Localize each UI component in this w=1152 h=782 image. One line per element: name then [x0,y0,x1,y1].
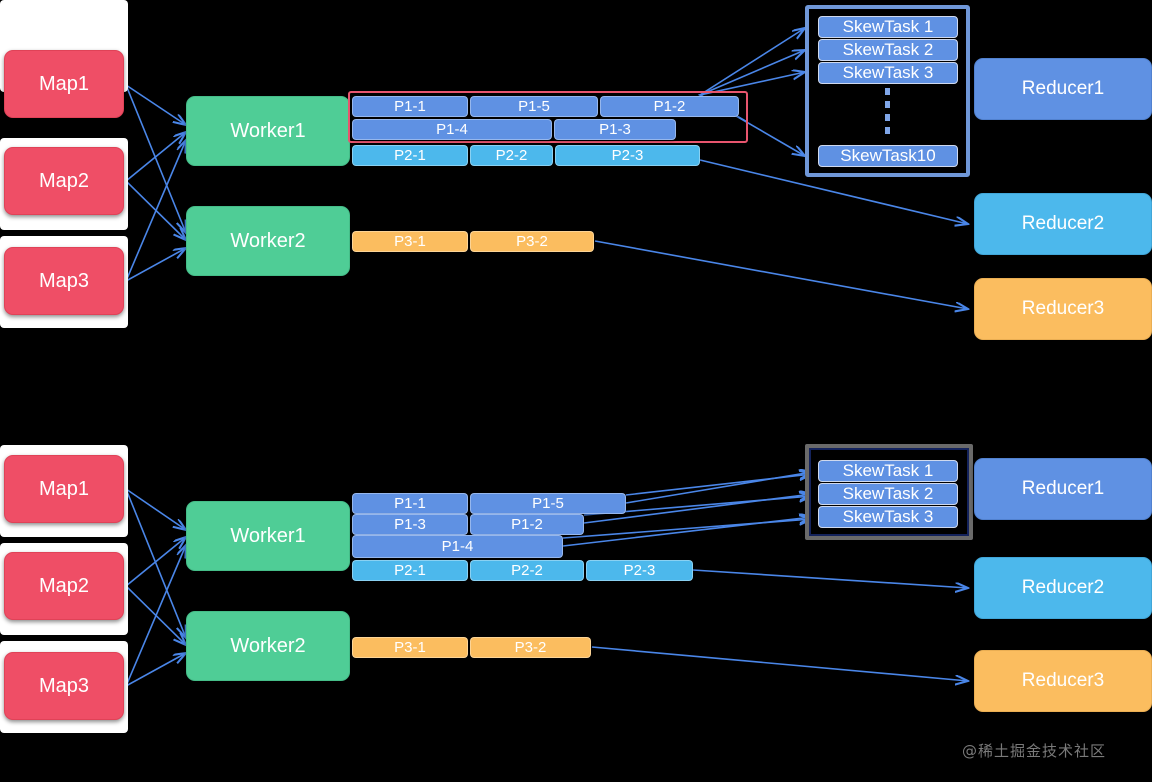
watermark-text: @稀土掘金技术社区 [962,742,1107,760]
chip-label: P1-4 [436,121,468,138]
bottom-worker-2-label: Worker2 [230,634,306,657]
chip-label: P2-3 [611,147,644,164]
bottom-skewtask-3[interactable]: SkewTask 3 [818,506,958,528]
chip-label: P1-3 [599,121,631,138]
top-chip-p1-3[interactable]: P1-3 [554,119,676,140]
bottom-map-3-label: Map3 [38,674,90,697]
bottom-worker-2[interactable]: Worker2 [186,611,350,681]
chip-label: P1-4 [441,538,474,555]
bottom-chip-p1-3[interactable]: P1-3 [352,514,468,535]
bottom-map-3[interactable]: Map3 [4,652,124,720]
top-reducer-3-label: Reducer3 [1021,298,1105,319]
bottom-chip-p3-1[interactable]: P3-1 [352,637,468,658]
top-p1-group-frame [348,91,748,143]
bottom-map-1[interactable]: Map1 [4,455,124,523]
top-map-2[interactable]: Map2 [4,147,124,215]
chip-label: P3-1 [394,233,426,250]
top-chip-p2-1[interactable]: P2-1 [352,145,468,166]
chip-label: P3-2 [514,639,547,656]
top-skewtask-2[interactable]: SkewTask 2 [818,39,958,61]
bottom-chip-p1-1[interactable]: P1-1 [352,493,468,514]
bottom-map-2-label: Map2 [38,574,90,597]
watermark: @稀土掘金技术社区 [962,740,1106,761]
top-reducer-3[interactable]: Reducer3 [974,278,1152,340]
skewtask-label: SkewTask 3 [842,507,934,526]
top-reducer-1-label: Reducer1 [1021,78,1105,99]
bottom-reducer-3-label: Reducer3 [1021,670,1105,691]
bottom-chip-p2-1[interactable]: P2-1 [352,560,468,581]
top-map-1-label: Map1 [38,72,90,95]
top-map-3[interactable]: Map3 [4,247,124,315]
chip-label: P1-3 [394,516,426,533]
skewtask-label: SkewTask 3 [842,63,934,82]
top-reducer-2-label: Reducer2 [1021,213,1105,234]
bottom-chip-p1-5[interactable]: P1-5 [470,493,626,514]
top-map-1[interactable]: Map1 [4,50,124,118]
chip-label: P1-1 [394,495,426,512]
top-reducer-2[interactable]: Reducer2 [974,193,1152,255]
bottom-chip-p3-2[interactable]: P3-2 [470,637,591,658]
top-worker-1-label: Worker1 [230,119,306,142]
top-map-worker-edges [125,84,186,282]
bottom-map-1-label: Map1 [38,477,90,500]
skewtask-label: SkewTask10 [840,146,936,165]
skewtask-label: SkewTask 2 [842,484,934,503]
top-chip-p3-1[interactable]: P3-1 [352,231,468,252]
chip-label: P3-1 [394,639,426,656]
top-chip-p3-2[interactable]: P3-2 [470,231,594,252]
bottom-reducer-2[interactable]: Reducer2 [974,557,1152,619]
bottom-skewtask-1[interactable]: SkewTask 1 [818,460,958,482]
skewtask-label: SkewTask 2 [842,40,934,59]
top-skewtask-1[interactable]: SkewTask 1 [818,16,958,38]
chip-label: P2-2 [495,147,528,164]
bottom-map-2[interactable]: Map2 [4,552,124,620]
top-worker-2-label: Worker2 [230,229,306,252]
bottom-worker-1-label: Worker1 [230,524,306,547]
bottom-skewtask-2[interactable]: SkewTask 2 [818,483,958,505]
chip-label: P2-1 [394,562,426,579]
top-chip-p1-5[interactable]: P1-5 [470,96,598,117]
top-skewtask-10[interactable]: SkewTask10 [818,145,958,167]
chip-label: P1-5 [532,495,564,512]
top-chip-p1-2[interactable]: P1-2 [600,96,739,117]
bottom-reducer-3[interactable]: Reducer3 [974,650,1152,712]
top-partition-reducer-edges [594,159,968,309]
chip-label: P2-1 [394,147,426,164]
top-worker-1[interactable]: Worker1 [186,96,350,166]
top-skewtask-3[interactable]: SkewTask 3 [818,62,958,84]
skewtask-label: SkewTask 1 [842,461,934,480]
chip-label: P1-2 [653,98,686,115]
chip-label: P1-5 [518,98,550,115]
bottom-chip-p1-4[interactable]: P1-4 [352,535,563,558]
bottom-partition-reducer-edges [591,569,968,681]
chip-label: P1-2 [511,516,543,533]
top-reducer-1[interactable]: Reducer1 [974,58,1152,120]
top-chip-p2-3[interactable]: P2-3 [555,145,700,166]
bottom-reducer-2-label: Reducer2 [1021,577,1105,598]
top-map-3-label: Map3 [38,269,90,292]
bottom-map-worker-edges [125,488,186,687]
bottom-chip-p1-2[interactable]: P1-2 [470,514,584,535]
top-skewtask-ellipsis-icon [885,88,890,140]
skewtask-label: SkewTask 1 [842,17,934,36]
top-map-2-label: Map2 [38,169,90,192]
chip-label: P1-1 [394,98,426,115]
bottom-chip-p2-2[interactable]: P2-2 [470,560,584,581]
top-chip-p1-1[interactable]: P1-1 [352,96,468,117]
top-worker-2[interactable]: Worker2 [186,206,350,276]
bottom-reducer-1-label: Reducer1 [1021,478,1105,499]
top-chip-p1-4[interactable]: P1-4 [352,119,552,140]
top-chip-p2-2[interactable]: P2-2 [470,145,553,166]
bottom-chip-p2-3[interactable]: P2-3 [586,560,693,581]
chip-label: P2-3 [623,562,656,579]
bottom-reducer-1[interactable]: Reducer1 [974,458,1152,520]
chip-label: P2-2 [511,562,543,579]
chip-label: P3-2 [516,233,548,250]
bottom-worker-1[interactable]: Worker1 [186,501,350,571]
